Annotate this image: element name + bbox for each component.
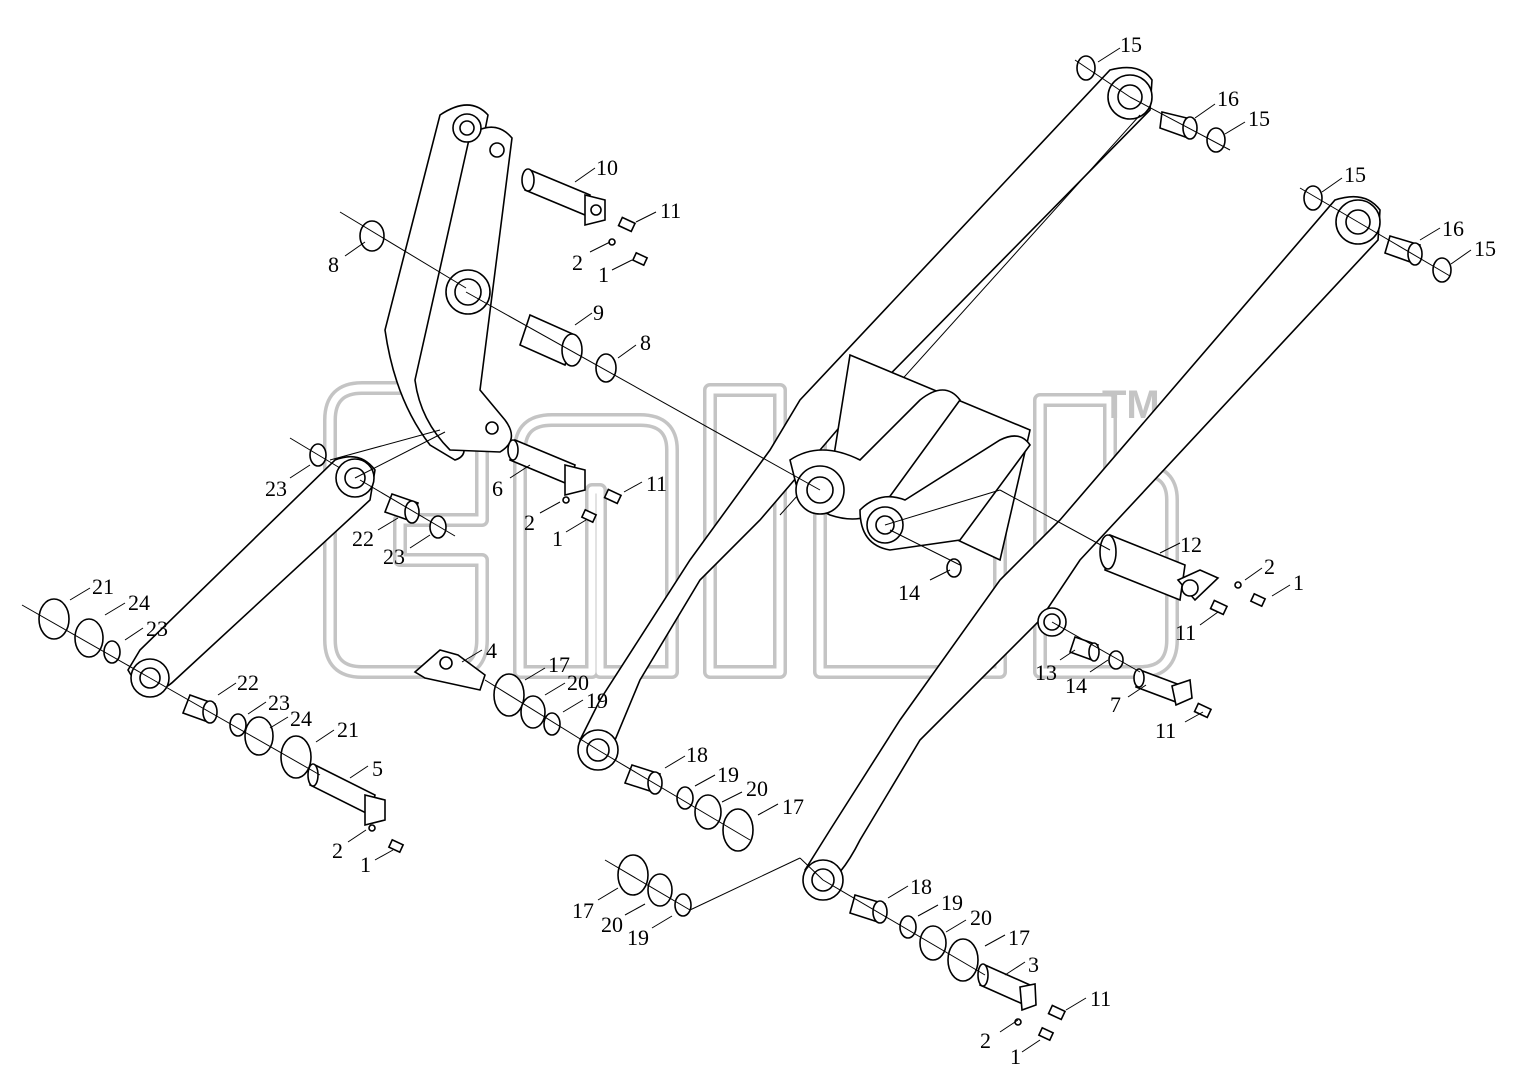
seal-8-upper [359, 220, 385, 252]
callout-19: 19 [586, 688, 608, 713]
pin-3 [977, 963, 1037, 1012]
callout-1: 1 [598, 262, 609, 287]
callout-2: 2 [980, 1028, 991, 1053]
callout-20: 20 [970, 905, 992, 930]
bell-crank [384, 104, 513, 461]
callout-21: 21 [92, 574, 114, 599]
callout-16: 16 [1217, 86, 1239, 111]
callout-15: 15 [1120, 32, 1142, 57]
callout-20: 20 [567, 670, 589, 695]
callout-18: 18 [910, 874, 932, 899]
callout-23: 23 [265, 476, 287, 501]
callout-11: 11 [1155, 718, 1176, 743]
cross-tube [789, 353, 1031, 562]
callout-19: 19 [717, 762, 739, 787]
callout-1: 1 [360, 852, 371, 877]
callout-8: 8 [640, 330, 651, 355]
callout-24: 24 [128, 590, 150, 615]
callout-16: 16 [1442, 216, 1464, 241]
pin-5 [307, 763, 386, 827]
callout-15: 15 [1344, 162, 1366, 187]
assembly-lines [21, 59, 1451, 976]
callout-11: 11 [660, 198, 681, 223]
callout-14: 14 [898, 580, 920, 605]
callout-11: 11 [646, 471, 667, 496]
callout-11: 11 [1090, 986, 1111, 1011]
callout-19: 19 [627, 925, 649, 950]
seals-and-washers [38, 55, 1452, 982]
callout-6: 6 [492, 476, 503, 501]
callout-10: 10 [596, 155, 618, 180]
callout-12: 12 [1180, 532, 1202, 557]
bolts [368, 216, 1267, 1042]
callout-13: 13 [1035, 660, 1057, 685]
callout-23: 23 [146, 616, 168, 641]
callout-1: 1 [1010, 1044, 1021, 1069]
callout-24: 24 [290, 706, 312, 731]
callout-14: 14 [1065, 673, 1087, 698]
pin-6 [507, 438, 586, 497]
callout-1: 1 [1293, 570, 1304, 595]
callout-2: 2 [332, 838, 343, 863]
callout-7: 7 [1110, 692, 1121, 717]
pin-10 [521, 168, 606, 227]
callout-17: 17 [572, 898, 594, 923]
pin-7 [1133, 668, 1193, 707]
callout-15: 15 [1248, 106, 1270, 131]
callout-20: 20 [601, 912, 623, 937]
callout-18: 18 [686, 742, 708, 767]
callout-2: 2 [1264, 554, 1275, 579]
callout-20: 20 [746, 776, 768, 801]
callout-11: 11 [1175, 620, 1196, 645]
callout-17: 17 [548, 652, 570, 677]
callout-23: 23 [383, 544, 405, 569]
callout-4: 4 [486, 638, 497, 663]
callout-2: 2 [572, 250, 583, 275]
callout-2: 2 [524, 510, 535, 535]
pin-12 [1099, 533, 1220, 602]
callout-3: 3 [1028, 952, 1039, 977]
pin-4 [413, 649, 486, 691]
bushings [181, 111, 1423, 924]
bushing-9 [519, 313, 583, 367]
callout-1: 1 [552, 526, 563, 551]
seal-8-lower [595, 353, 617, 383]
callout-17: 17 [1008, 925, 1030, 950]
callout-17: 17 [782, 794, 804, 819]
callout-15: 15 [1474, 236, 1496, 261]
callout-9: 9 [593, 300, 604, 325]
callout-8: 8 [328, 252, 339, 277]
callout-labels: 15 16 15 15 16 15 10 11 2 1 8 9 8 23 6 1… [69, 32, 1496, 1069]
callout-23: 23 [268, 690, 290, 715]
callout-22: 22 [352, 526, 374, 551]
callout-22: 22 [237, 670, 259, 695]
callout-21: 21 [337, 717, 359, 742]
callout-5: 5 [372, 756, 383, 781]
callout-19: 19 [941, 890, 963, 915]
